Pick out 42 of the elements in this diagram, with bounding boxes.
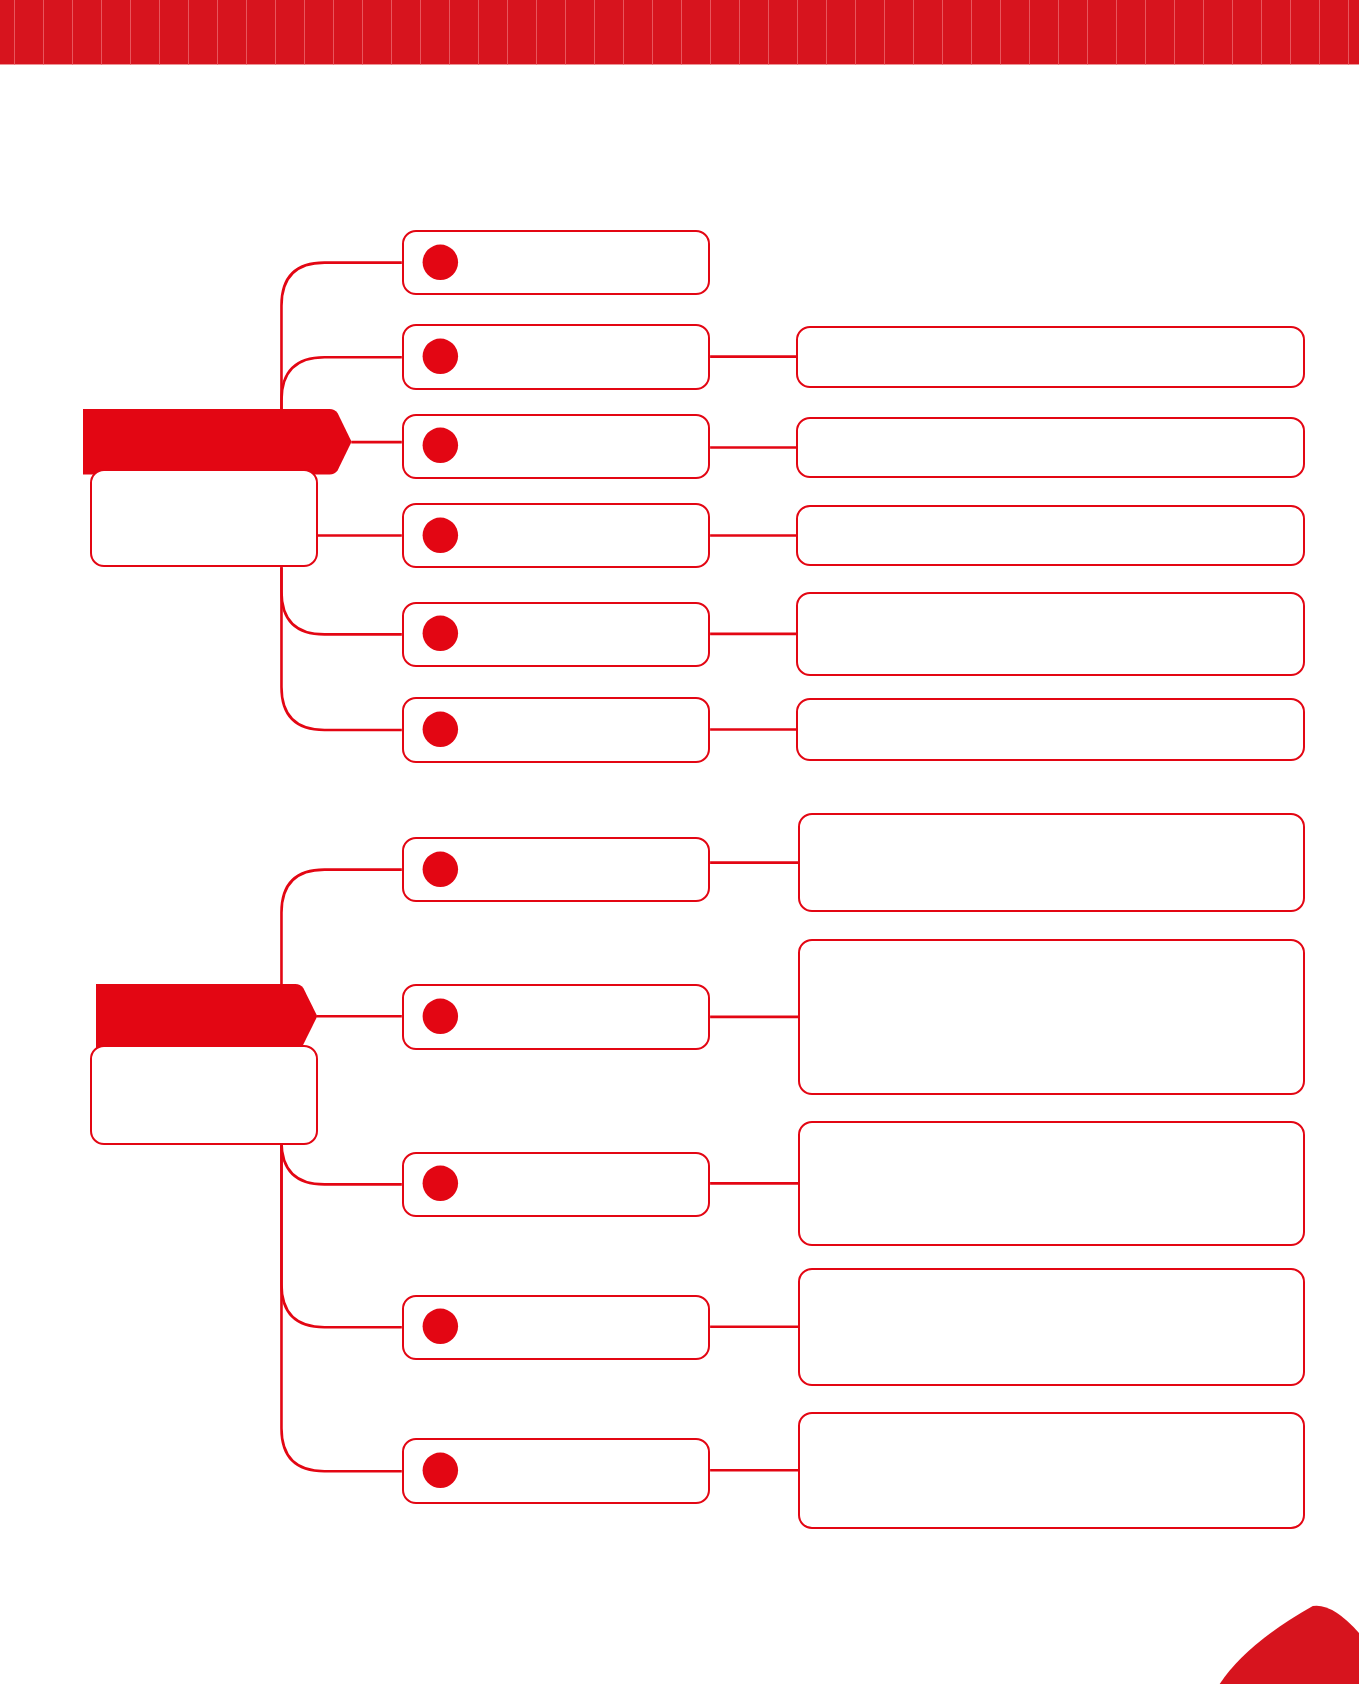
detail-box: [796, 416, 1306, 479]
connector-line: [316, 1015, 402, 1018]
item-box: [401, 324, 711, 390]
connector-line: [280, 567, 402, 732]
item-box: [401, 1438, 711, 1504]
connector-line: [710, 534, 797, 537]
connector-line: [710, 632, 797, 636]
connector-line: [710, 1015, 799, 1019]
item-box: [401, 1294, 711, 1361]
connector-line: [280, 1145, 402, 1473]
item-box: [401, 984, 711, 1050]
content-box: [90, 1045, 318, 1146]
connector-line: [710, 446, 797, 449]
connector-line: [710, 355, 797, 358]
item-box: [401, 836, 711, 903]
detail-box: [798, 1411, 1306, 1529]
detail-box: [796, 698, 1306, 761]
item-box: [401, 1151, 711, 1218]
detail-box: [798, 1120, 1306, 1247]
item-box: [401, 229, 711, 296]
detail-box: [798, 938, 1306, 1095]
connector-line: [710, 1325, 799, 1329]
connector-line: [710, 728, 797, 731]
connector-line: [280, 355, 402, 410]
detail-box: [796, 325, 1306, 388]
connector-line: [280, 868, 402, 985]
detail-box: [796, 504, 1306, 567]
item-box: [401, 601, 711, 668]
connector-line: [351, 440, 402, 444]
heading-banner: [95, 984, 317, 1049]
detail-box: [796, 591, 1306, 676]
detail-box: [798, 1267, 1306, 1386]
item-box: [401, 697, 711, 763]
connector-line: [710, 1182, 799, 1185]
connector-line: [710, 1468, 799, 1472]
detail-box: [798, 813, 1306, 913]
item-box: [401, 413, 711, 480]
content-box: [90, 469, 318, 568]
connector-line: [318, 534, 402, 537]
heading-banner: [82, 409, 352, 475]
connector-line: [710, 861, 799, 864]
item-box: [401, 502, 711, 569]
